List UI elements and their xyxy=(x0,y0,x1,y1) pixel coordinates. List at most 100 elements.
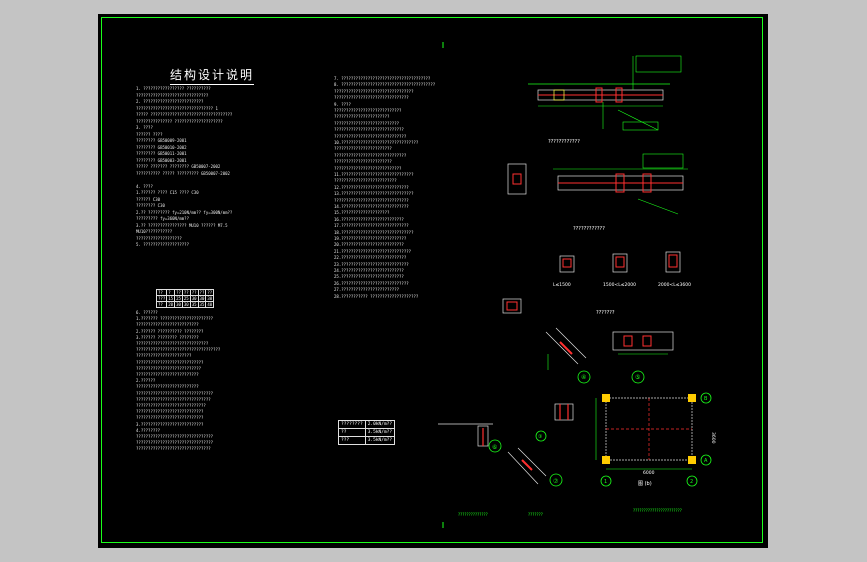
note-line: ?????????????????????????? xyxy=(334,178,397,184)
note-line: 4. ???? xyxy=(136,183,153,189)
note-line: ?????????????????????????????? xyxy=(334,133,407,139)
bottom-note-3: ??????????????????????? xyxy=(633,508,682,513)
note-line: ???????? C30 xyxy=(136,203,165,208)
axis-a-label: A xyxy=(704,458,708,464)
detail-4 xyxy=(545,327,591,384)
dim-3600: 3600 xyxy=(710,432,716,444)
note-line: 5. ??????????????????? xyxy=(136,242,189,247)
bottom-note-1: ?????????????? xyxy=(458,512,488,517)
beam-top-title: ???????????? xyxy=(548,139,580,145)
beam-detail-mid xyxy=(507,153,688,215)
note-line: ???????????????????????? xyxy=(334,146,392,152)
note-line: 28.??????????? ???????????????????? xyxy=(334,293,419,299)
note-line: 1.?????? ???? C15 ???? C30 xyxy=(136,190,199,195)
note-line: ????????????????????????????? xyxy=(136,403,206,408)
note-line: ????????????????????????????? xyxy=(334,127,404,133)
note-line: ???????? GB50010-2002 xyxy=(136,144,187,150)
note-line: 13.?????????????????????????????? xyxy=(334,191,414,197)
note-line: 8. ?????????????????????????????????????… xyxy=(334,82,436,88)
table-row: ???3.5kN/m?? xyxy=(338,436,396,445)
note-line: ?????????????????????????? xyxy=(136,322,199,328)
note-line: 25.?????????????????????????? xyxy=(334,274,404,280)
note-line: ???????????????????????????????? 1 xyxy=(136,105,218,111)
plan-title: 图 (b) xyxy=(638,481,652,487)
note-line: 2.?????? xyxy=(136,378,156,384)
note-line: 4.???????? xyxy=(136,427,161,433)
circle-6-label: ⑥ xyxy=(492,444,497,451)
detail-3 xyxy=(535,403,574,442)
note-line: ?????? C30 xyxy=(136,196,161,202)
beam-detail-top xyxy=(528,55,682,131)
table-cell: 40 xyxy=(205,301,215,308)
beam-mid-title: ???????????? xyxy=(573,226,605,232)
circle-3-label: ③ xyxy=(538,434,542,440)
note-line: ???????????????????????????? xyxy=(136,415,204,421)
note-line: 3.?? ???????????????? MU10 ?????? M7.5 xyxy=(136,222,228,228)
note-line: ???????????????????????????? xyxy=(334,108,402,113)
column-section-small xyxy=(502,298,522,314)
note-line: ?????????????????????????? xyxy=(136,372,199,377)
note-line: 20.?????????????????????????? xyxy=(334,242,404,248)
note-line: ???????? GB50003-2001 xyxy=(136,157,187,163)
note-line: ??????????????????????????????? xyxy=(136,396,211,402)
drawing-sheet: 结构设计说明 1. ????????????????? ?????????? ?… xyxy=(98,14,768,548)
note-line: 18.?????????????????????????????? xyxy=(334,229,414,235)
note-line: ???????????????????????????????? xyxy=(136,390,214,396)
circle-5-label: ⑤ xyxy=(635,374,640,381)
note-line: ???????????????????????????????? xyxy=(136,434,214,439)
note-line: ??????????????? ???????????????????? xyxy=(136,118,223,124)
sheet-title: 结构设计说明 xyxy=(170,66,255,85)
dim-6000: 6000 xyxy=(643,470,655,476)
note-line: 9. ???? xyxy=(334,101,351,107)
note-line: ??????????????????????? xyxy=(334,114,390,120)
note-line: 15.???????????????????? xyxy=(334,210,390,216)
note-line: 7. ????????????????????????????????????? xyxy=(334,76,431,81)
note-line: 19.??????????????????????????? xyxy=(334,236,407,241)
lintel-details xyxy=(559,251,681,273)
col-title: ??????? xyxy=(596,310,615,316)
note-line: 3.?????????????????????????? xyxy=(136,421,204,427)
note-line: ?????????????????????????????? xyxy=(136,341,209,346)
lintel-label-3: 2000<L≤3600 xyxy=(658,282,691,288)
note-line: 23.???????????????????????????? xyxy=(334,261,409,267)
note-line: ???????? GB50009-2001 xyxy=(136,138,187,143)
note-line: 2.?? ????????? fy=210N/mm?? fy=300N/mm?? xyxy=(136,209,233,215)
note-line: 16.?????????????????????????? xyxy=(334,216,404,222)
axis-2-label: 2 xyxy=(690,479,693,485)
note-line: 14.???????????????????????????? xyxy=(334,204,409,209)
note-line: MU10??????????? xyxy=(136,229,173,234)
note-line: ??????????????????? xyxy=(136,235,182,241)
note-line: ???????????????????????????????? xyxy=(136,440,214,446)
note-line: 21.????????????????????????????? xyxy=(334,248,412,254)
note-line: 26.???????????????????????????? xyxy=(334,280,409,286)
note-line: ?????????????????????????????? xyxy=(334,152,407,158)
detail-5 xyxy=(612,331,674,384)
note-line: ?????? ???? xyxy=(136,131,163,137)
circle-4-label: ④ xyxy=(581,374,586,381)
note-line: ?????????????????????????? xyxy=(136,384,199,390)
bottom-note-2: ??????? xyxy=(528,512,543,517)
note-line: ?????????????????????????????? xyxy=(136,92,209,98)
lintel-label-1: L≤1500 xyxy=(553,282,571,288)
note-line: ???????????????????????????? xyxy=(136,359,204,365)
detail-6 xyxy=(438,423,563,487)
note-line: 6. ?????? xyxy=(136,310,158,315)
note-line: ?????????? ????? ????????? GB50007-2002 xyxy=(136,170,230,176)
detail-drawings: ???????????? ???????????? L≤1500 1500<L≤… xyxy=(438,42,716,528)
note-line: 27.???????????????????????? xyxy=(334,287,400,293)
axis-1-label: 1 xyxy=(604,479,607,485)
note-line: ????????????????????????????????? xyxy=(334,88,414,94)
note-line: 24.?????????????????????????? xyxy=(334,268,404,273)
note-line: 1.??????? ?????????????????????? xyxy=(136,316,214,322)
note-line: ???????????????????????????? xyxy=(136,409,204,415)
note-line: ??????????????????????????? xyxy=(136,365,202,371)
note-line: ????? ??????? ???????? GB50007-2002 xyxy=(136,164,221,169)
note-line: 17.???????????????????????????? xyxy=(334,223,409,229)
note-line: ??????????????????????? xyxy=(136,353,192,359)
circle-7-label: ⑦ xyxy=(553,478,559,485)
note-line: 3. ???? xyxy=(136,125,153,130)
note-line: 3.?????? ???????? ???????? xyxy=(136,334,199,340)
note-line: 1. ????????????????? ?????????? xyxy=(136,86,211,91)
